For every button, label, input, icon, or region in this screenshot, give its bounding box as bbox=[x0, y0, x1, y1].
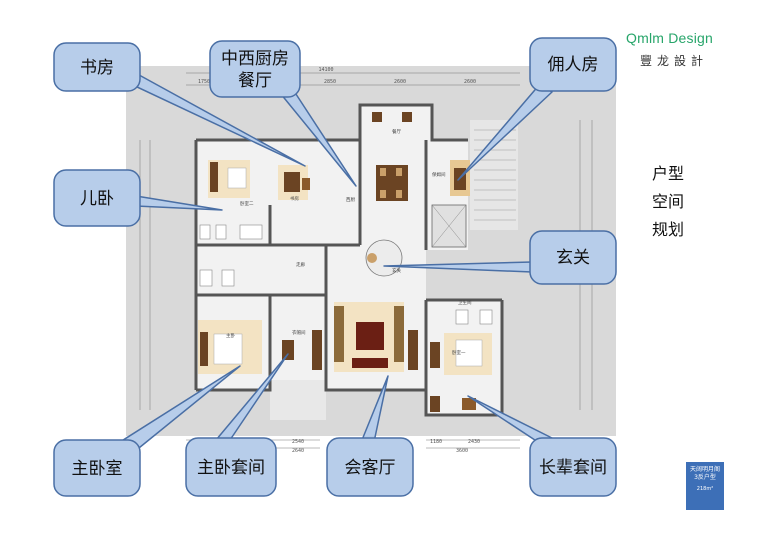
callout-elder: 长辈套间 bbox=[529, 437, 617, 497]
callout-label-kitchen-line1: 中西厨房 bbox=[221, 49, 289, 69]
badge-line-3: 218m² bbox=[696, 486, 714, 492]
badge-line-2: 3反户型 bbox=[694, 474, 716, 481]
dim-bottom-1a: 2540 bbox=[292, 439, 304, 445]
section-title: 户型 空间 规划 bbox=[652, 160, 684, 244]
room-label-elder-bath: 卫生间 bbox=[458, 299, 472, 306]
furniture bbox=[200, 112, 483, 412]
callout-label-foyer: 玄关 bbox=[556, 248, 590, 268]
dim-top-3: 2850 bbox=[324, 79, 336, 85]
dim-top-total: 14100 bbox=[318, 67, 333, 73]
room-label-foyer: 玄关 bbox=[392, 267, 401, 274]
section-title-line-3: 规划 bbox=[652, 220, 685, 239]
brand-logo: Qmlm Design 豐龙設計 bbox=[626, 30, 736, 69]
callout-kitchen: 中西厨房 餐厅 bbox=[209, 40, 301, 98]
room-label-master: 主卧 bbox=[226, 332, 235, 339]
section-title-line-2: 空间 bbox=[652, 192, 685, 211]
room-label-suite: 衣帽间 bbox=[292, 329, 306, 336]
room-label-elder: 卧室一 bbox=[452, 349, 466, 356]
callout-pointers bbox=[117, 69, 557, 453]
dim-top-5: 2600 bbox=[464, 79, 476, 85]
staircase bbox=[474, 129, 516, 221]
callout-suite: 主卧套间 bbox=[185, 437, 277, 497]
room-label-corridor: 走廊 bbox=[296, 261, 305, 268]
walls bbox=[194, 103, 504, 417]
section-title-line-1: 户型 bbox=[652, 164, 685, 183]
callout-label-living: 会客厅 bbox=[345, 458, 396, 478]
bathroom-fixtures bbox=[199, 224, 493, 325]
callout-label-child: 儿卧 bbox=[80, 189, 114, 209]
brand-name-cn: 豐龙設計 bbox=[640, 54, 709, 68]
dim-top-1: 1750 bbox=[198, 79, 210, 85]
unit-badge: 天阔明月阁 3反户型 218m² bbox=[686, 462, 724, 510]
dim-bottom-1b: 2640 bbox=[292, 448, 304, 454]
room-label-study: 书房 bbox=[290, 195, 299, 202]
callout-label-study: 书房 bbox=[80, 58, 114, 78]
brand-name-en: Qmlm Design bbox=[626, 30, 713, 46]
callout-master: 主卧室 bbox=[53, 439, 141, 497]
callout-study: 书房 bbox=[53, 42, 141, 92]
room-label-kitchen: 西厨 bbox=[346, 197, 355, 203]
callout-label-master: 主卧室 bbox=[72, 459, 123, 479]
room-label-maid: 保姆间 bbox=[432, 171, 446, 178]
callout-label-elder: 长辈套间 bbox=[539, 458, 607, 478]
callout-child: 儿卧 bbox=[53, 169, 141, 227]
badge-line-1: 天阔明月阁 bbox=[689, 466, 720, 473]
dim-bottom-2a: 1180 bbox=[430, 439, 442, 445]
callout-foyer: 玄关 bbox=[529, 230, 617, 285]
room-label-dining: 餐厅 bbox=[392, 128, 401, 135]
dim-top-4: 2600 bbox=[394, 79, 406, 85]
dim-bottom-2c: 3600 bbox=[456, 448, 468, 454]
dim-bottom-2b: 2430 bbox=[468, 439, 480, 445]
callout-label-maid: 佣人房 bbox=[548, 55, 599, 75]
room-label-bedroom2: 卧室二 bbox=[240, 200, 254, 207]
callout-living: 会客厅 bbox=[326, 437, 414, 497]
callout-label-suite: 主卧套间 bbox=[197, 458, 265, 478]
callout-label-kitchen-line2: 餐厅 bbox=[238, 71, 272, 91]
callout-maid: 佣人房 bbox=[529, 37, 617, 92]
